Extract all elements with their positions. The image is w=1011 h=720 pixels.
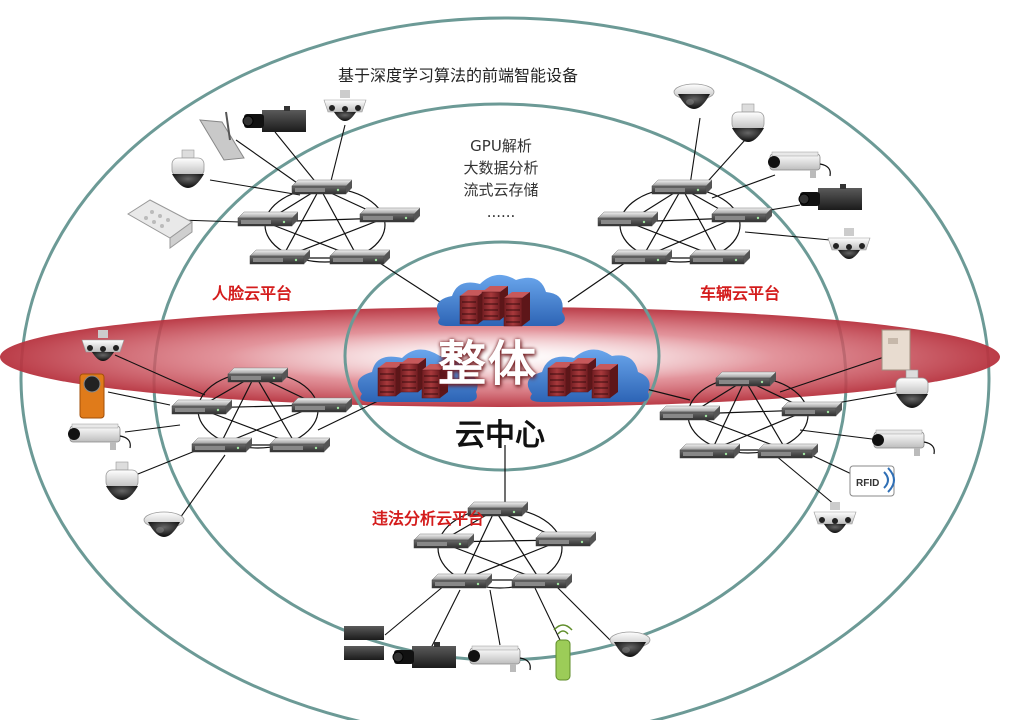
rack-server-icon: [757, 443, 819, 459]
rack-server-icon: [191, 437, 253, 453]
bullet-camera-icon: [767, 151, 831, 179]
device-links: [107, 117, 901, 651]
dome-camera-icon: [673, 83, 715, 110]
capability-gpu: GPU解析: [470, 137, 532, 155]
rack-server-icon: [227, 367, 289, 383]
rack-server-icon: [291, 397, 353, 413]
platform-capabilities-label: GPU解析 大数据分析 流式云存储 ......: [436, 135, 566, 223]
rack-server-icon: [689, 249, 751, 265]
panoramic-camera-icon: [323, 89, 367, 122]
rack-server-icon: [715, 371, 777, 387]
ptz-camera-icon: [105, 461, 139, 501]
cloud-server-icon: [527, 349, 650, 402]
rack-server-icon: [269, 437, 331, 453]
vehicle-platform-label: 车辆云平台: [700, 284, 781, 303]
led-flash-icon: [127, 199, 193, 249]
violation-platform-label: 违法分析云平台: [372, 509, 485, 528]
box-camera-icon: [798, 183, 863, 211]
front-end-devices-label: 基于深度学习算法的前端智能设备: [338, 66, 579, 85]
rack-server-icon: [237, 211, 299, 227]
cloud-center-label: 云中心: [455, 418, 545, 453]
access-box-icon: [881, 329, 911, 371]
rack-server-icon: [171, 399, 233, 415]
uplinks: [317, 257, 691, 505]
ptz-camera-icon: [171, 149, 205, 189]
svg-text:RFID: RFID: [856, 478, 879, 489]
rack-server-icon: [291, 179, 353, 195]
box-camera-icon: [344, 626, 384, 660]
rack-server-icon: [359, 207, 421, 223]
rack-server-icon: [711, 207, 773, 223]
capability-more: ......: [486, 203, 516, 221]
rack-server-icon: [679, 443, 741, 459]
wifi-probe-icon: [553, 624, 573, 681]
box-camera-icon: [242, 105, 307, 133]
rack-server-icon: [651, 179, 713, 195]
cloud-server-icon: [436, 274, 565, 327]
rack-server-icon: [511, 573, 573, 589]
rack-server-icon: [611, 249, 673, 265]
rack-server-icon: [781, 401, 843, 417]
rack-server-icon: [413, 533, 475, 549]
ptz-camera-icon: [731, 103, 765, 143]
center-title: 整体: [438, 336, 539, 392]
face-platform-label: 人脸云平台: [212, 284, 293, 303]
dome-camera-icon: [143, 511, 185, 538]
outer-ring: [19, 16, 991, 720]
rfid-reader-icon: RFID: [849, 465, 895, 497]
rack-server-icon: [249, 249, 311, 265]
rack-server-icon: [329, 249, 391, 265]
rack-server-icon: [597, 211, 659, 227]
bullet-camera-icon: [67, 423, 131, 451]
bullet-camera-icon: [871, 429, 935, 457]
dome-camera-icon: [609, 631, 651, 658]
cloud-server-icon: [357, 349, 478, 402]
box-camera-icon: [392, 641, 457, 669]
rack-server-icon: [535, 531, 597, 547]
panoramic-camera-icon: [827, 227, 871, 260]
rack-server-icon: [659, 405, 721, 421]
panoramic-camera-icon: [813, 501, 857, 534]
capability-storage: 流式云存储: [463, 181, 539, 199]
inner-ring: [343, 240, 661, 472]
capability-bigdata: 大数据分析: [463, 159, 539, 177]
box-camera-icon: [79, 373, 105, 419]
radar-antenna-icon: [199, 111, 245, 161]
rack-server-icon: [431, 573, 493, 589]
